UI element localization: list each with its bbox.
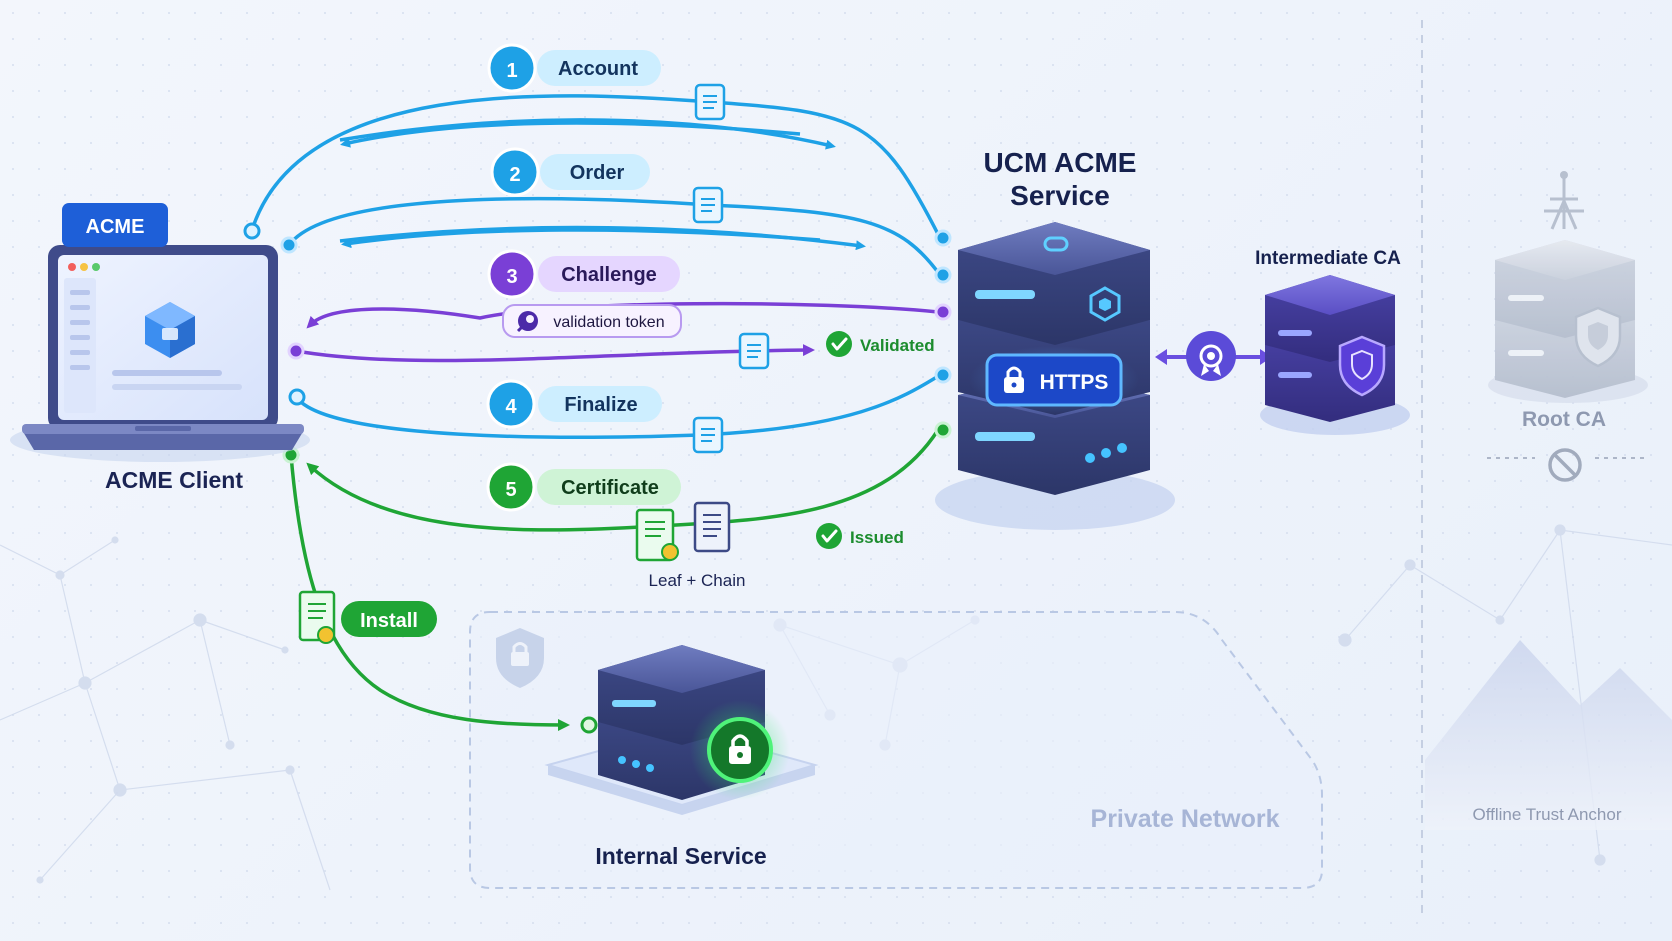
order-return-curve <box>341 228 821 249</box>
acme-client-label: ACME Client <box>105 467 243 493</box>
step-label: Certificate <box>561 477 659 499</box>
step-number: 2 <box>509 164 520 186</box>
step-order: 2 Order <box>490 147 650 197</box>
connection-endpoints <box>243 222 952 734</box>
shield-icon <box>1574 306 1622 368</box>
step-account: 1 Account <box>487 43 661 93</box>
certificate-icon <box>298 590 336 644</box>
step-label: Account <box>558 58 638 80</box>
https-label: HTTPS <box>1040 371 1109 394</box>
private-network-label: Private Network <box>1091 805 1280 833</box>
document-icon <box>693 501 731 553</box>
challenge-response-curve <box>295 344 815 363</box>
lock-icon <box>707 717 773 783</box>
step-challenge: 3 Challenge <box>487 249 680 299</box>
service-ca-link <box>1155 331 1272 381</box>
step-label: Finalize <box>564 394 637 416</box>
seal-icon <box>1186 331 1236 381</box>
step-finalize: 4 Finalize <box>486 379 662 429</box>
step-label: Order <box>570 162 625 184</box>
cube-icon <box>1089 286 1121 322</box>
check-circle-icon <box>816 523 842 549</box>
certificate-icon <box>635 508 679 562</box>
internal-service: Internal Service <box>544 645 819 869</box>
shield-icon <box>1338 335 1386 397</box>
mountain-decoration <box>1425 640 1672 830</box>
antenna-icon <box>1544 171 1584 230</box>
account-return-curve <box>340 121 801 148</box>
key-icon <box>516 311 538 333</box>
validated-label: Validated <box>860 336 935 355</box>
service-title-line2: Service <box>1010 180 1110 211</box>
document-icon <box>692 186 724 224</box>
acme-client: ACME ACME Client <box>10 203 310 493</box>
intermediate-ca: Intermediate CA <box>1255 248 1410 435</box>
cube-icon <box>145 302 195 358</box>
intermediate-ca-label: Intermediate CA <box>1255 248 1401 269</box>
validation-token-chip: validation token <box>502 304 682 338</box>
issued-label: Issued <box>850 528 904 547</box>
document-icon <box>694 83 726 121</box>
install-curve <box>289 454 570 731</box>
leaf-chain-label: Leaf + Chain <box>649 571 746 590</box>
order-request-curve <box>287 196 942 277</box>
blocked-icon <box>1548 448 1582 482</box>
validated-status: Validated <box>826 331 935 357</box>
step-number: 4 <box>505 396 517 418</box>
root-ca: Root CA Offline Trust Anchor <box>1473 171 1648 824</box>
issued-status: Issued <box>816 523 904 549</box>
check-circle-icon <box>826 331 852 357</box>
leaf-chain-bundle: Leaf + Chain <box>635 501 746 590</box>
document-icon <box>738 332 770 370</box>
acme-badge: ACME <box>86 216 145 238</box>
offline-trust-anchor-label: Offline Trust Anchor <box>1473 805 1622 824</box>
step-number: 5 <box>505 479 516 501</box>
ucm-acme-service: UCM ACME Service HTTPS <box>935 147 1175 530</box>
internal-service-label: Internal Service <box>595 843 766 869</box>
document-icon <box>692 416 724 454</box>
install-step: Install <box>298 590 437 644</box>
step-number: 3 <box>506 266 517 288</box>
validation-token-label: validation token <box>553 314 664 331</box>
lock-icon <box>1004 366 1024 393</box>
step-label: Challenge <box>561 264 657 286</box>
step-number: 1 <box>506 60 517 82</box>
install-label: Install <box>360 610 418 632</box>
step-certificate: 5 Certificate <box>486 462 681 512</box>
root-ca-label: Root CA <box>1522 408 1606 431</box>
finalize-curve <box>295 373 941 439</box>
service-title-line1: UCM ACME <box>984 147 1137 178</box>
account-request-curve <box>250 94 942 239</box>
shield-lock-icon <box>496 628 544 688</box>
account-response-curve <box>339 118 836 150</box>
